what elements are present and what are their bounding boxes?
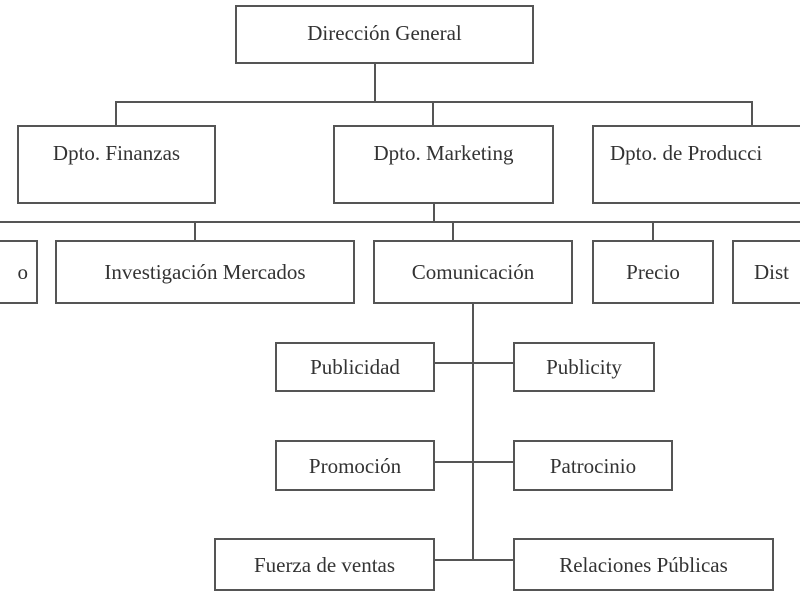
node-publicidad: Publicidad bbox=[275, 342, 435, 392]
node-label: Comunicación bbox=[411, 260, 535, 284]
connector-line bbox=[652, 221, 654, 241]
node-label: Publicity bbox=[546, 355, 622, 379]
connector-line bbox=[434, 362, 514, 364]
node-investigacion-mercados: Investigación Mercados bbox=[55, 240, 355, 304]
connector-line bbox=[194, 221, 196, 241]
connector-line bbox=[374, 63, 376, 103]
node-fuerza-de-ventas: Fuerza de ventas bbox=[214, 538, 435, 591]
node-direccion-general: Dirección General bbox=[235, 5, 534, 64]
node-publicity: Publicity bbox=[513, 342, 655, 392]
connector-line bbox=[472, 303, 474, 561]
connector-line bbox=[452, 221, 454, 241]
connector-line bbox=[432, 101, 434, 125]
node-label: Dpto. de Producci bbox=[610, 141, 763, 165]
connector-line bbox=[434, 559, 514, 561]
node-comunicacion: Comunicación bbox=[373, 240, 573, 304]
node-label: Patrocinio bbox=[549, 454, 637, 478]
node-area-cut: o bbox=[0, 240, 38, 304]
node-label: Precio bbox=[626, 260, 680, 284]
node-label: Fuerza de ventas bbox=[253, 553, 396, 577]
node-label: Publicidad bbox=[310, 355, 400, 379]
node-label: Dpto. Marketing bbox=[373, 141, 514, 165]
node-patrocinio: Patrocinio bbox=[513, 440, 673, 491]
connector-line bbox=[115, 101, 753, 103]
node-label: Promoción bbox=[308, 454, 402, 478]
node-relaciones-publicas: Relaciones Públicas bbox=[513, 538, 774, 591]
node-precio: Precio bbox=[592, 240, 714, 304]
connector-line bbox=[434, 461, 514, 463]
node-label: Dpto. Finanzas bbox=[52, 141, 181, 165]
connector-line bbox=[433, 203, 435, 223]
node-label: Relaciones Públicas bbox=[559, 553, 728, 577]
node-promocion: Promoción bbox=[275, 440, 435, 491]
node-dpto-marketing: Dpto. Marketing bbox=[333, 125, 554, 204]
node-dpto-produccion: Dpto. de Producci bbox=[592, 125, 800, 204]
connector-line bbox=[115, 101, 117, 125]
node-distribucion: Dist bbox=[732, 240, 800, 304]
connector-line bbox=[0, 221, 800, 223]
node-label: o bbox=[17, 260, 29, 284]
node-label: Investigación Mercados bbox=[104, 260, 306, 284]
connector-line bbox=[751, 101, 753, 125]
node-label: Dist bbox=[754, 260, 790, 284]
node-label: Dirección General bbox=[307, 21, 462, 45]
node-dpto-finanzas: Dpto. Finanzas bbox=[17, 125, 216, 204]
